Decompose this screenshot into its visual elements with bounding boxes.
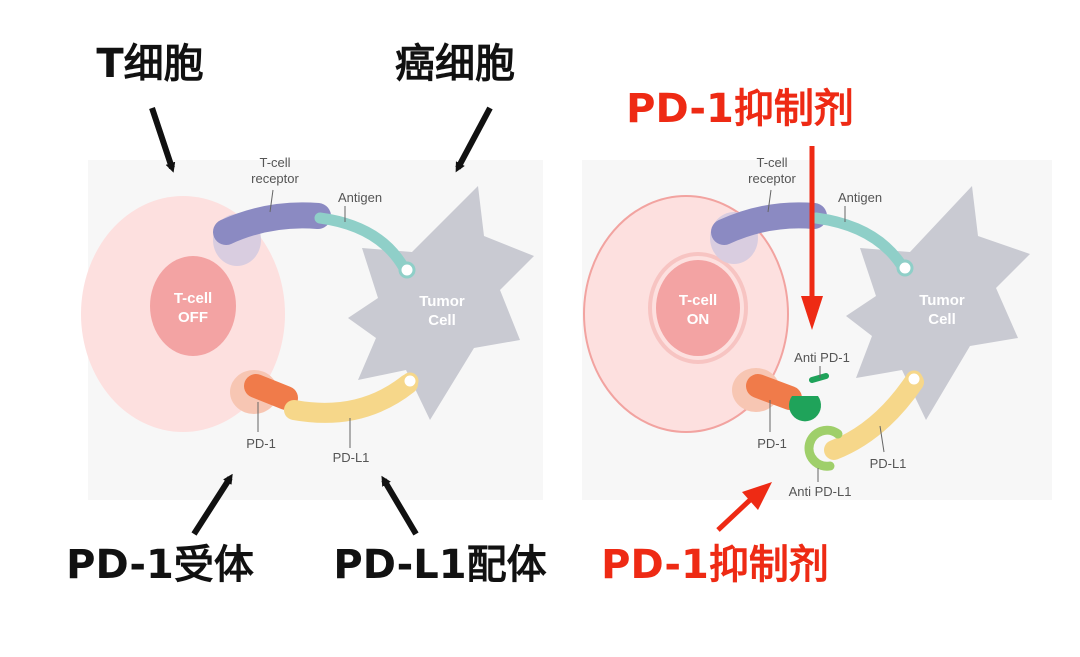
t-cell-nucleus-ring (648, 252, 748, 364)
anti-pdl1-antibody (804, 425, 843, 471)
inhibitor-arrow-down-head (801, 296, 823, 330)
tcell-receptor-label-line2: receptor (251, 171, 299, 186)
tumor-cell-label-line2: Cell (428, 312, 456, 329)
pdl1-ligand-arrow (381, 475, 419, 536)
tumor-cell-right-label-line1: Tumor (919, 292, 965, 309)
pdl1-label: PD-L1 (333, 450, 370, 465)
t-cell-nucleus (150, 256, 236, 356)
antigen-anchor (398, 261, 416, 279)
tumor-cell (348, 186, 534, 420)
receptor-leader (269, 189, 274, 213)
t-cell-nucleus-active (656, 260, 740, 356)
anti-pd1-antibody (789, 396, 821, 422)
pd1-inhibitor-title-top: PD-1抑制剂 (626, 86, 854, 132)
pdl1-leader-right (879, 425, 885, 453)
t-cell-state-line1: T-cell (174, 290, 212, 307)
t-cell-receptor-right (711, 202, 827, 245)
t-cell-state-on-line1: T-cell (679, 292, 717, 309)
pd1-receptor-right (746, 374, 802, 410)
antigen-anchor-right (896, 259, 914, 277)
right-panel: T-cell ON Tumor Cell T-cell receptor Ant… (582, 86, 1052, 588)
inhibitor-arrow-up-head (742, 482, 772, 510)
tumor-cell-right-label-line2: Cell (928, 311, 956, 328)
cancer-cell-title: 癌细胞 (395, 41, 515, 87)
antigen (314, 212, 410, 274)
t-cell-state-line2: OFF (178, 309, 208, 326)
pdl1-ligand-right (824, 372, 924, 460)
tumor-cell-right (846, 186, 1030, 420)
anti-pd1-label: Anti PD-1 (794, 350, 850, 365)
left-panel: T-cell OFF Tumor Cell T-cell receptor An… (66, 41, 546, 588)
tumor-cell-label-line1: Tumor (419, 293, 465, 310)
antigen-label: Antigen (338, 190, 382, 205)
tcell-receptor-right-label-line2: receptor (748, 171, 796, 186)
t-cell-receptor (213, 202, 331, 245)
pd1-inhibitor-title-bottom: PD-1抑制剂 (601, 542, 829, 588)
t-cell-title: T细胞 (96, 41, 203, 87)
anti-pdl1-label: Anti PD-L1 (789, 484, 852, 499)
pdl1-right-label: PD-L1 (870, 456, 907, 471)
t-cell-arrow (149, 107, 176, 173)
pdl1-ligand-title: PD-L1配体 (333, 542, 546, 588)
pdl1-ligand (284, 374, 418, 423)
tcell-receptor-label-line1: T-cell (259, 155, 290, 170)
pd1-receptor-arrow (191, 473, 233, 536)
tcell-receptor-right-label-line1: T-cell (756, 155, 787, 170)
pdl1-anchor-right (905, 370, 923, 388)
pd1-label: PD-1 (246, 436, 276, 451)
anti-pd1-stem (809, 373, 829, 383)
antigen-right-label: Antigen (838, 190, 882, 205)
antigen-right (810, 212, 908, 272)
pd1-receptor-title: PD-1受体 (66, 542, 254, 588)
t-cell-state-on-line2: ON (687, 311, 710, 328)
pd1-right-label: PD-1 (757, 436, 787, 451)
receptor-leader-right (767, 189, 772, 213)
pdl1-anchor (401, 372, 419, 390)
cancer-cell-arrow (455, 106, 493, 173)
pd1-receptor (244, 374, 298, 410)
inhibitor-arrow-up-shaft (716, 498, 752, 532)
